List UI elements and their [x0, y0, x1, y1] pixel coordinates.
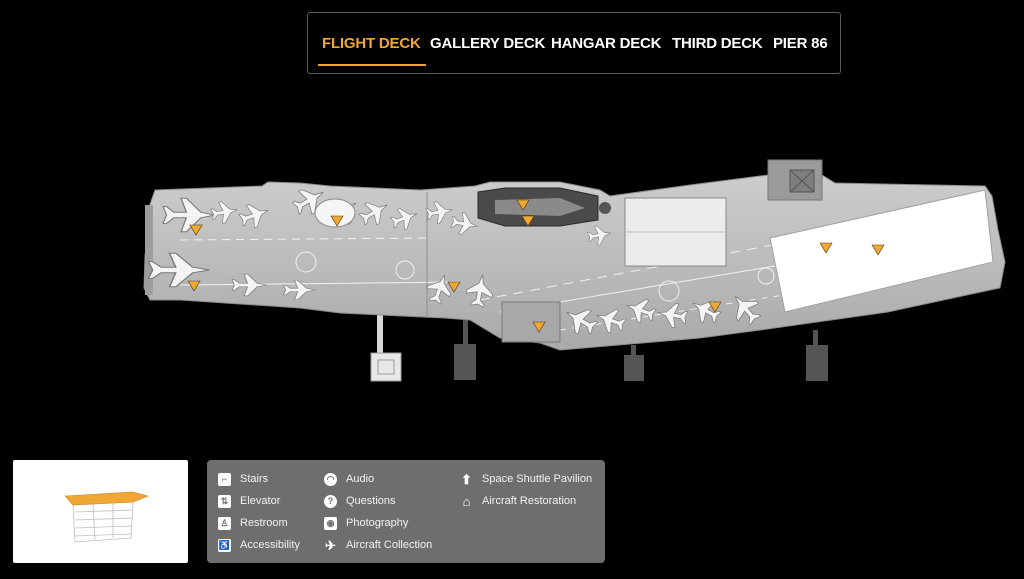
legend-label: Space Shuttle Pavilion [482, 473, 593, 485]
poi-marker[interactable] [189, 224, 203, 236]
poi-marker[interactable] [187, 280, 201, 292]
poi-marker[interactable] [516, 199, 530, 211]
accessibility-icon: ♿ [218, 538, 231, 552]
minimap-drawing [64, 491, 149, 543]
legend-label: Questions [346, 495, 396, 507]
question-icon: ? [324, 494, 337, 508]
elevator-icon: ⇅ [218, 494, 231, 508]
hangar-icon: ⌂ [462, 493, 471, 509]
map-legend: ⌐ Stairs ⇅ Elevator ♙ Restroom ♿ Accessi… [207, 460, 605, 563]
legend-item-aircraft-restoration: ⌂ Aircraft Restoration [460, 493, 577, 509]
legend-item-photography: ◉ Photography [324, 515, 408, 531]
camera-icon: ◉ [324, 516, 337, 530]
legend-label: Elevator [240, 495, 281, 507]
poi-marker[interactable] [532, 321, 546, 333]
legend-item-accessibility: ♿ Accessibility [218, 537, 300, 553]
stairs-icon: ⌐ [218, 472, 231, 486]
active-tab-underline [318, 64, 426, 66]
tab-pier-86[interactable]: PIER 86 [773, 35, 828, 52]
poi-marker[interactable] [708, 301, 722, 313]
tab-hangar-deck[interactable]: HANGAR DECK [551, 35, 662, 52]
legend-item-aircraft-collection: ✈ Aircraft Collection [324, 537, 432, 553]
legend-item-audio: ◠ Audio [324, 471, 374, 487]
ship-minimap[interactable] [13, 460, 188, 563]
shuttle-icon: ⬆ [461, 471, 472, 487]
legend-label: Accessibility [240, 539, 300, 551]
poi-marker[interactable] [330, 215, 344, 227]
legend-label: Aircraft Collection [346, 539, 433, 551]
stern-pavilion-area [769, 189, 994, 313]
poi-marker[interactable] [819, 242, 833, 254]
minimap-flight-deck [64, 491, 149, 506]
legend-item-space-shuttle: ⬆ Space Shuttle Pavilion [460, 471, 592, 487]
tab-flight-deck[interactable]: FLIGHT DECK [322, 35, 421, 52]
tab-third-deck[interactable]: THIRD DECK [672, 35, 763, 52]
poi-marker[interactable] [521, 215, 535, 227]
legend-item-restroom: ♙ Restroom [218, 515, 288, 531]
legend-label: Audio [346, 473, 375, 485]
poi-marker[interactable] [871, 244, 885, 256]
legend-label: Photography [346, 517, 409, 529]
legend-label: Stairs [240, 473, 269, 485]
deck-tab-bar: FLIGHT DECK GALLERY DECK HANGAR DECK THI… [307, 12, 841, 74]
audio-icon: ◠ [324, 472, 337, 486]
poi-marker[interactable] [447, 281, 461, 293]
legend-label: Restroom [240, 517, 288, 529]
legend-item-stairs: ⌐ Stairs [218, 471, 268, 487]
port-elevator [501, 301, 561, 343]
hull-supports [370, 312, 828, 382]
legend-item-questions: ? Questions [324, 493, 396, 509]
legend-label: Aircraft Restoration [482, 495, 577, 507]
legend-item-elevator: ⇅ Elevator [218, 493, 280, 509]
island-superstructure [477, 187, 611, 227]
poi-markers [187, 199, 885, 333]
airplane-icon: ✈ [325, 537, 336, 553]
flight-deck-map [143, 159, 1006, 382]
restroom-icon: ♙ [218, 516, 231, 530]
tab-gallery-deck[interactable]: GALLERY DECK [430, 35, 546, 52]
